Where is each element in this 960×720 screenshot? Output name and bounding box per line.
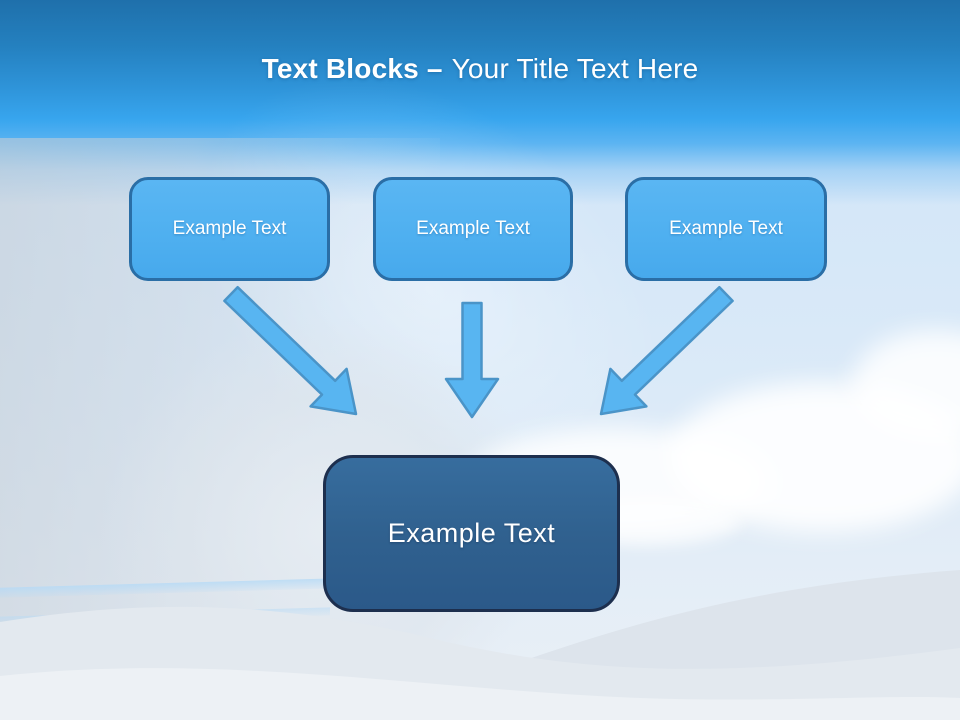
text-block-3-label: Example Text — [669, 218, 783, 239]
arrow-down-left-icon[interactable] — [599, 285, 734, 416]
text-block-1-label: Example Text — [172, 218, 287, 239]
text-block-1[interactable]: Example Text — [129, 177, 330, 281]
slide-title-emphasis: Text Blocks – — [261, 53, 443, 84]
result-block-label: Example Text — [387, 518, 556, 548]
text-block-2-label: Example Text — [416, 218, 530, 239]
slide-title: Text Blocks – Your Title Text Here — [0, 53, 960, 85]
arrow-down-right-icon[interactable] — [223, 285, 358, 416]
arrow-down-icon[interactable] — [444, 301, 500, 419]
text-block-2[interactable]: Example Text — [373, 177, 573, 281]
slide-title-rest: Your Title Text Here — [451, 53, 699, 84]
text-block-3[interactable]: Example Text — [625, 177, 827, 281]
hills-backdrop — [0, 570, 960, 720]
result-block[interactable]: Example Text — [323, 455, 620, 612]
